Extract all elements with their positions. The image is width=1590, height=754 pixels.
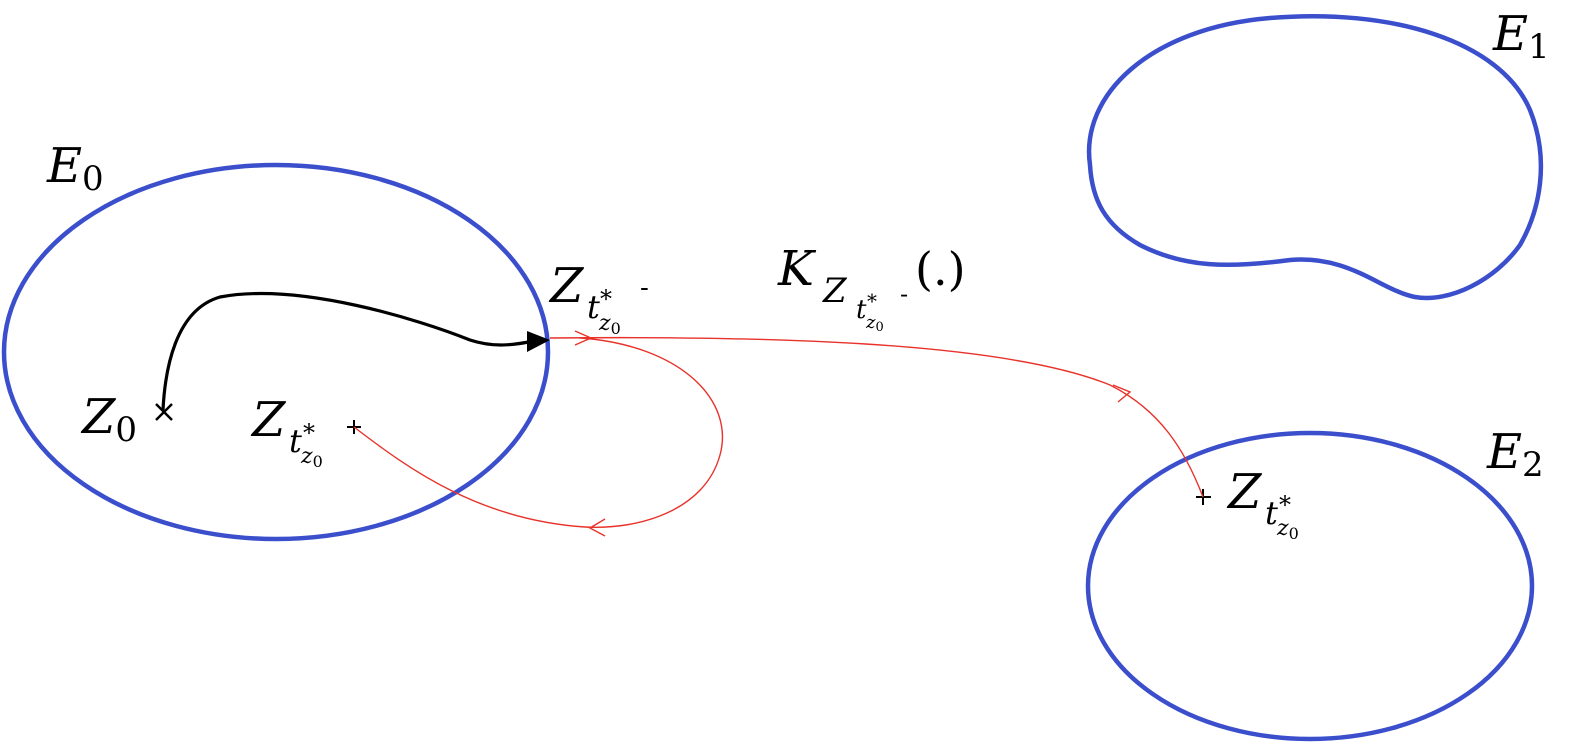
label-z-tstar-minus-star: *: [600, 285, 612, 313]
label-z-tstar-minus-minus: -: [640, 273, 649, 303]
label-z0: Z0: [80, 389, 137, 450]
deterministic-arrowhead: [527, 331, 550, 352]
jump-path-to-e2: [549, 336, 1204, 498]
label-z-tstar-e2: Z: [1226, 464, 1263, 520]
label-z-tstar-e2-zsub: z0: [1276, 516, 1299, 543]
label-z-tstar-e2-star: *: [1279, 491, 1291, 519]
label-z-tstar-inside-zsub: z0: [300, 444, 323, 471]
label-z-tstar-minus: Z: [548, 258, 585, 314]
label-kernel-k: K: [777, 241, 817, 297]
label-kernel-arg: (.): [915, 242, 966, 296]
label-kernel-sub-zsub: z0: [865, 312, 884, 335]
e2-jump-marker: [1196, 489, 1211, 505]
label-kernel-sub-star: *: [867, 289, 877, 313]
jump-path-loop-e0: [353, 337, 724, 528]
label-kernel-sub-z: Z: [822, 271, 848, 311]
label-e1: E1: [1492, 6, 1550, 67]
label-z-tstar-inside-sub: t: [289, 422, 302, 460]
label-e2: E2: [1486, 424, 1544, 485]
label-z-tstar-minus-zsub: z0: [598, 311, 621, 338]
label-z-tstar-inside-star: *: [303, 419, 315, 447]
region-e0-boundary: [1, 162, 551, 542]
deterministic-flow-path: [161, 292, 536, 411]
z0-cross-marker: [155, 403, 173, 421]
region-e1-boundary: [1086, 13, 1544, 301]
label-e0: E0: [46, 138, 104, 199]
jump-arrowhead-start: [574, 330, 593, 346]
label-z-tstar-e2-sub: t: [1265, 494, 1278, 532]
region-e2-boundary: [1085, 430, 1535, 742]
label-kernel-sub-minus: -: [900, 280, 908, 308]
label-kernel-sub-t: t: [856, 295, 867, 325]
label-z-tstar-inside: Z: [250, 392, 287, 448]
jump-arrowhead-mid: [1112, 384, 1132, 403]
label-z-tstar-minus-sub: t: [587, 288, 600, 326]
jump-arrowhead-loop: [588, 518, 606, 537]
